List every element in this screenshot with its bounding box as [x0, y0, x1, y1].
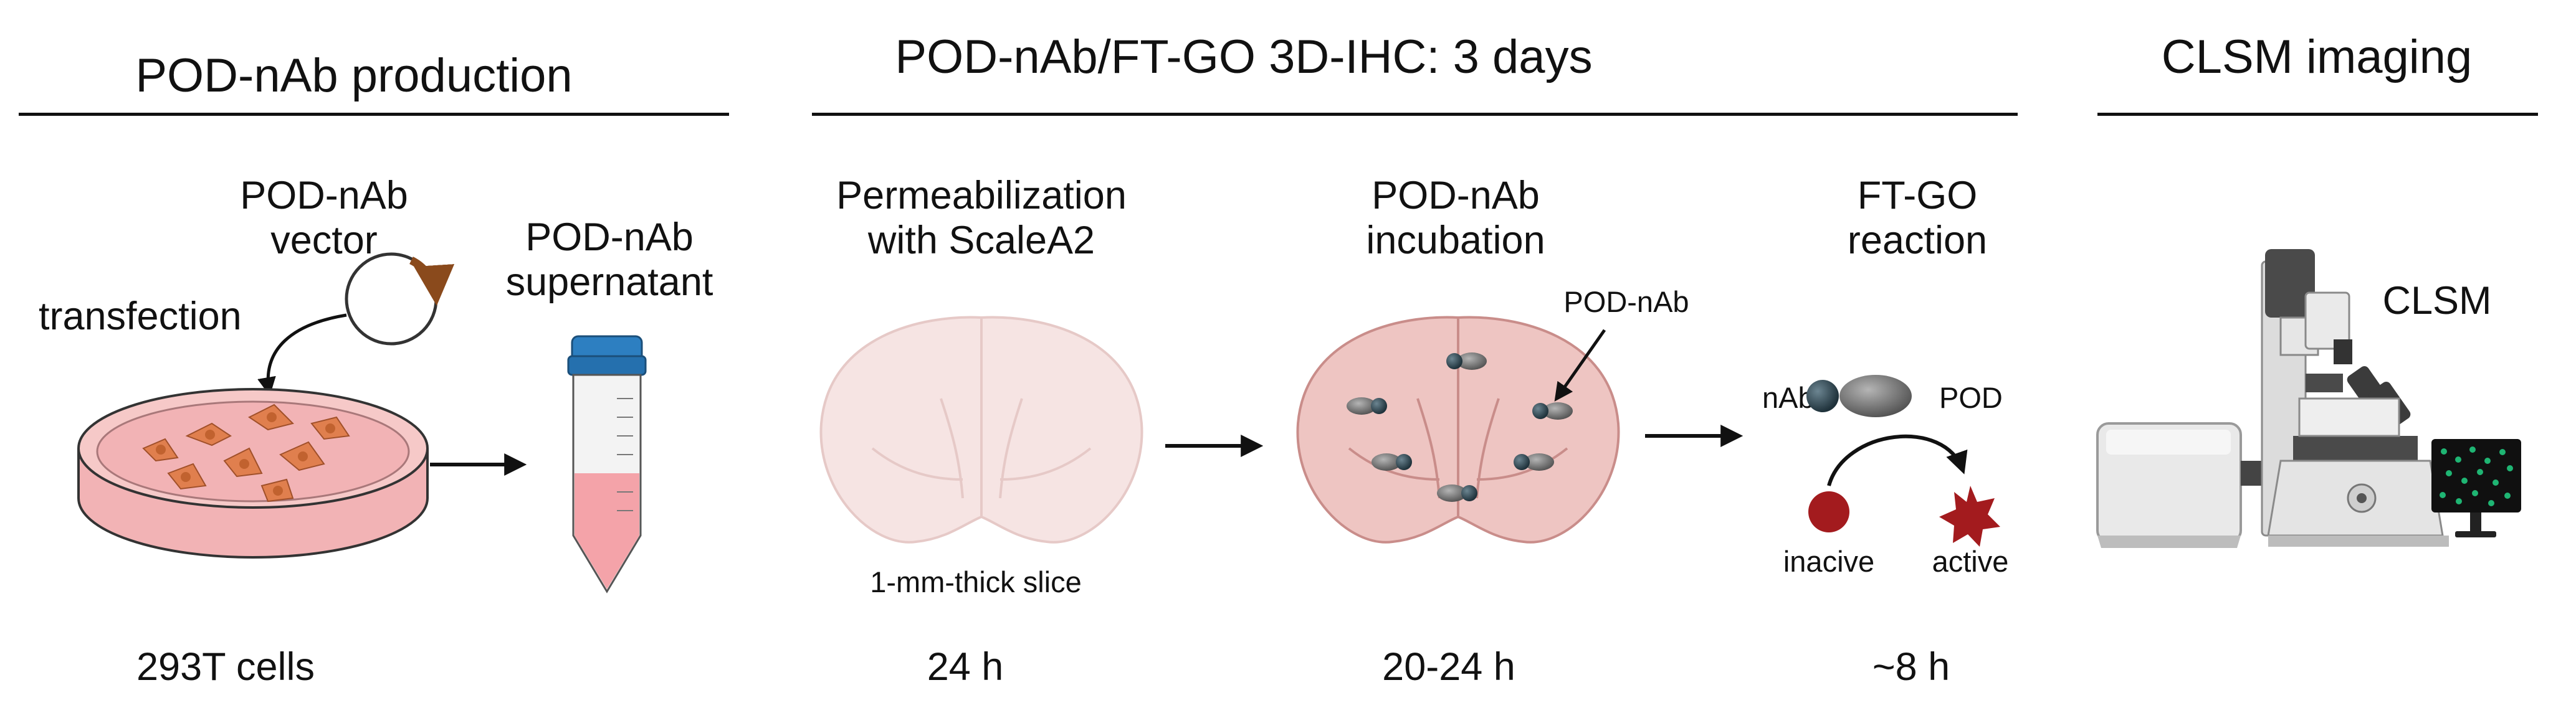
time-incubation: 20-24 h [1382, 645, 1515, 689]
brain-slice-light-icon [819, 316, 1143, 544]
pod-nab-annotation: POD-nAb [1563, 285, 1689, 318]
section-rule-imaging [2097, 113, 2538, 116]
ftgo-reaction-diagram [1806, 375, 2000, 547]
pod-label: POD [1939, 381, 2003, 414]
time-permeabilization: 24 h [927, 645, 1004, 689]
step-permeabilization-line1: Permeabilization [836, 174, 1127, 217]
nab-ball-icon [1806, 380, 1839, 412]
transfection-arrow [257, 313, 347, 396]
pod-nab-molecules [1347, 352, 1573, 502]
step-ftgo-line1: FT-GO [1857, 174, 1978, 217]
slice-thickness-label: 1-mm-thick slice [870, 565, 1082, 598]
supernatant-tube-icon [567, 335, 647, 593]
inactive-label: inacive [1783, 545, 1875, 578]
plasmid-vector-icon [345, 252, 455, 346]
active-product-icon [1939, 486, 2000, 547]
active-label: active [1932, 545, 2009, 578]
section-rule-3dihc [812, 113, 2018, 116]
petri-dish-icon [77, 388, 429, 559]
time-293t-cells: 293T cells [136, 645, 315, 689]
section-rule-production [19, 113, 729, 116]
clsm-label: CLSM [2382, 279, 2492, 323]
annotation-arrow [1554, 329, 1606, 402]
section-title-3dihc: POD-nAb/FT-GO 3D-IHC: 3 days [895, 31, 1593, 83]
time-ftgo: ~8 h [1872, 645, 1950, 689]
reaction-arrow [1827, 434, 1968, 486]
step-permeabilization-line2: with ScaleA2 [867, 219, 1095, 262]
step-incubation-line1: POD-nAb [1371, 174, 1540, 217]
step-ftgo-line2: reaction [1847, 219, 1988, 262]
vector-label: POD-nAb vector [240, 174, 408, 263]
supernatant-label: POD-nAb supernatant [505, 215, 713, 305]
monitor-icon [2431, 439, 2521, 537]
nab-label: nAb [1762, 381, 1815, 414]
inactive-substrate-icon [1808, 491, 1849, 532]
section-title-imaging: CLSM imaging [2161, 31, 2473, 83]
step-incubation-line2: incubation [1366, 219, 1545, 262]
section-title-production: POD-nAb production [135, 49, 573, 102]
pod-oval-icon [1839, 375, 1912, 417]
brain-slice-stained-icon [1296, 316, 1620, 544]
transfection-label: transfection [39, 295, 242, 338]
confocal-microscope-icon [2096, 249, 2449, 548]
